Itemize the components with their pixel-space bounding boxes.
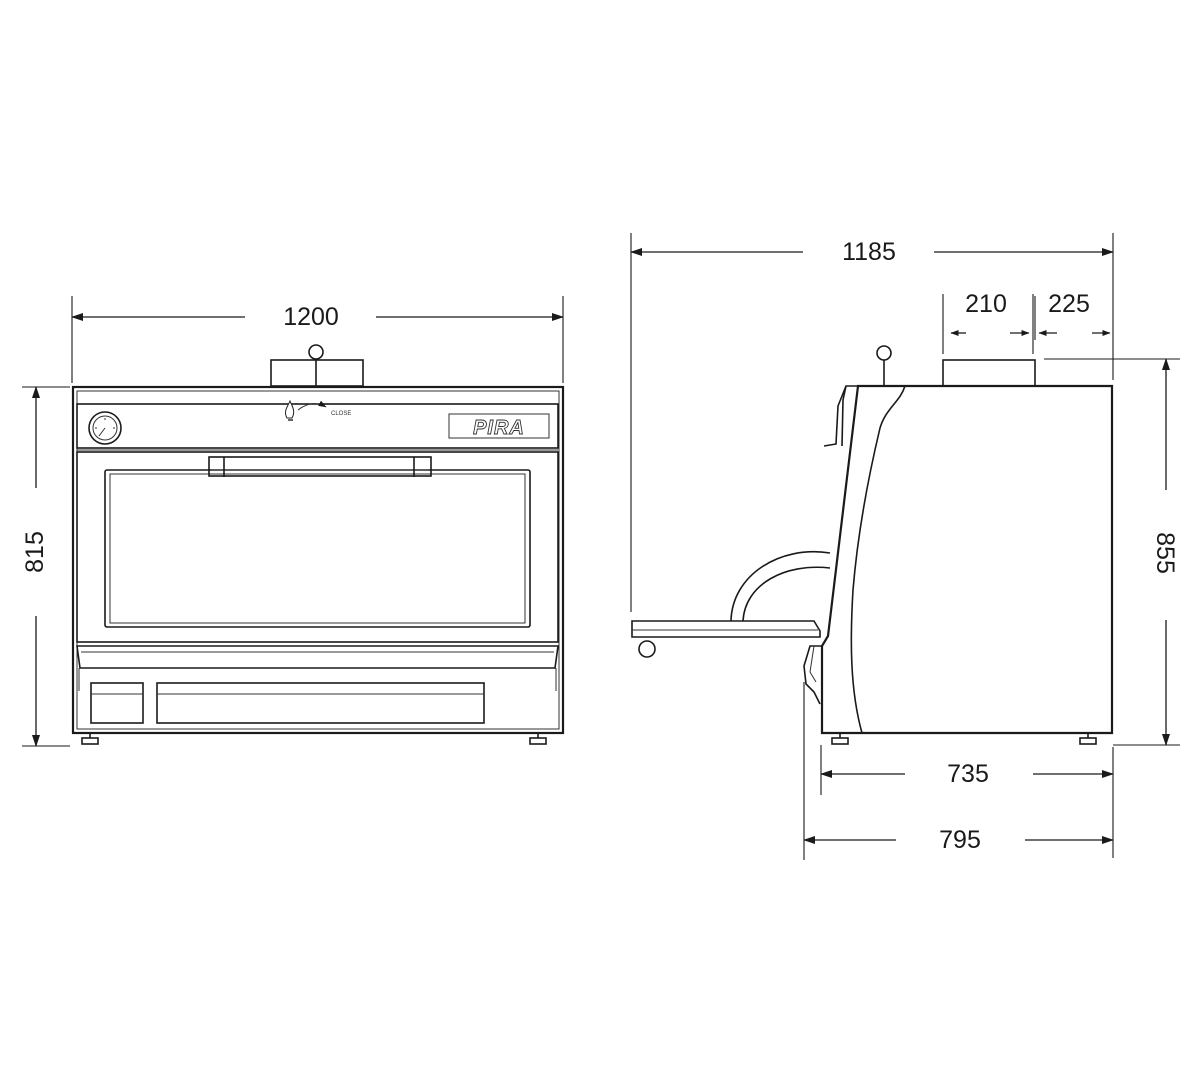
front-width-dimension: 1200 (71, 296, 564, 383)
damper-knob (308, 344, 324, 360)
ash-drawer (156, 682, 485, 724)
close-label: CLOSE (331, 411, 351, 417)
front-view: 1200 815 (21, 296, 565, 747)
front-height-dimension: 815 (21, 386, 70, 747)
front-feet (81, 733, 547, 745)
svg-text:PIRA: PIRA (473, 417, 525, 439)
side-height-dimension: 855 (1044, 358, 1180, 746)
thermometer-icon (88, 411, 122, 445)
chimney-width-dimension: 210 (942, 290, 1034, 354)
side-length-dimension: 1185 (630, 233, 1114, 612)
front-height-label: 815 (21, 531, 49, 573)
door-wheel (638, 640, 656, 658)
side-length-label: 1185 (842, 238, 896, 266)
door-handle (208, 456, 432, 477)
brand-logo: PIRA (448, 413, 550, 439)
body-depth-dimension: 735 (820, 745, 1114, 858)
oven-door (76, 451, 559, 643)
hinge-detail (803, 645, 822, 705)
control-panel: CLOSE PIRA (76, 399, 559, 451)
side-chimney (942, 359, 1036, 387)
front-chimney (270, 344, 364, 387)
side-height-label: 855 (1151, 532, 1179, 574)
ash-drawer-section (76, 645, 559, 724)
side-view: 1185 210 225 855 (630, 233, 1180, 860)
oven-body (71, 385, 565, 735)
side-body (820, 384, 1114, 735)
chimney-offset-label: 225 (1048, 290, 1090, 318)
flame-icon (285, 399, 295, 421)
side-feet (831, 733, 1097, 745)
open-door (631, 551, 831, 658)
total-depth-label: 795 (939, 826, 981, 854)
chimney-width-label: 210 (965, 290, 1007, 318)
side-damper (876, 345, 892, 386)
chimney-offset-dimension: 225 (1034, 290, 1111, 340)
total-depth-dimension: 795 (803, 682, 1114, 860)
body-depth-label: 735 (947, 760, 989, 788)
side-drawer (90, 682, 144, 724)
front-width-label: 1200 (283, 303, 339, 331)
